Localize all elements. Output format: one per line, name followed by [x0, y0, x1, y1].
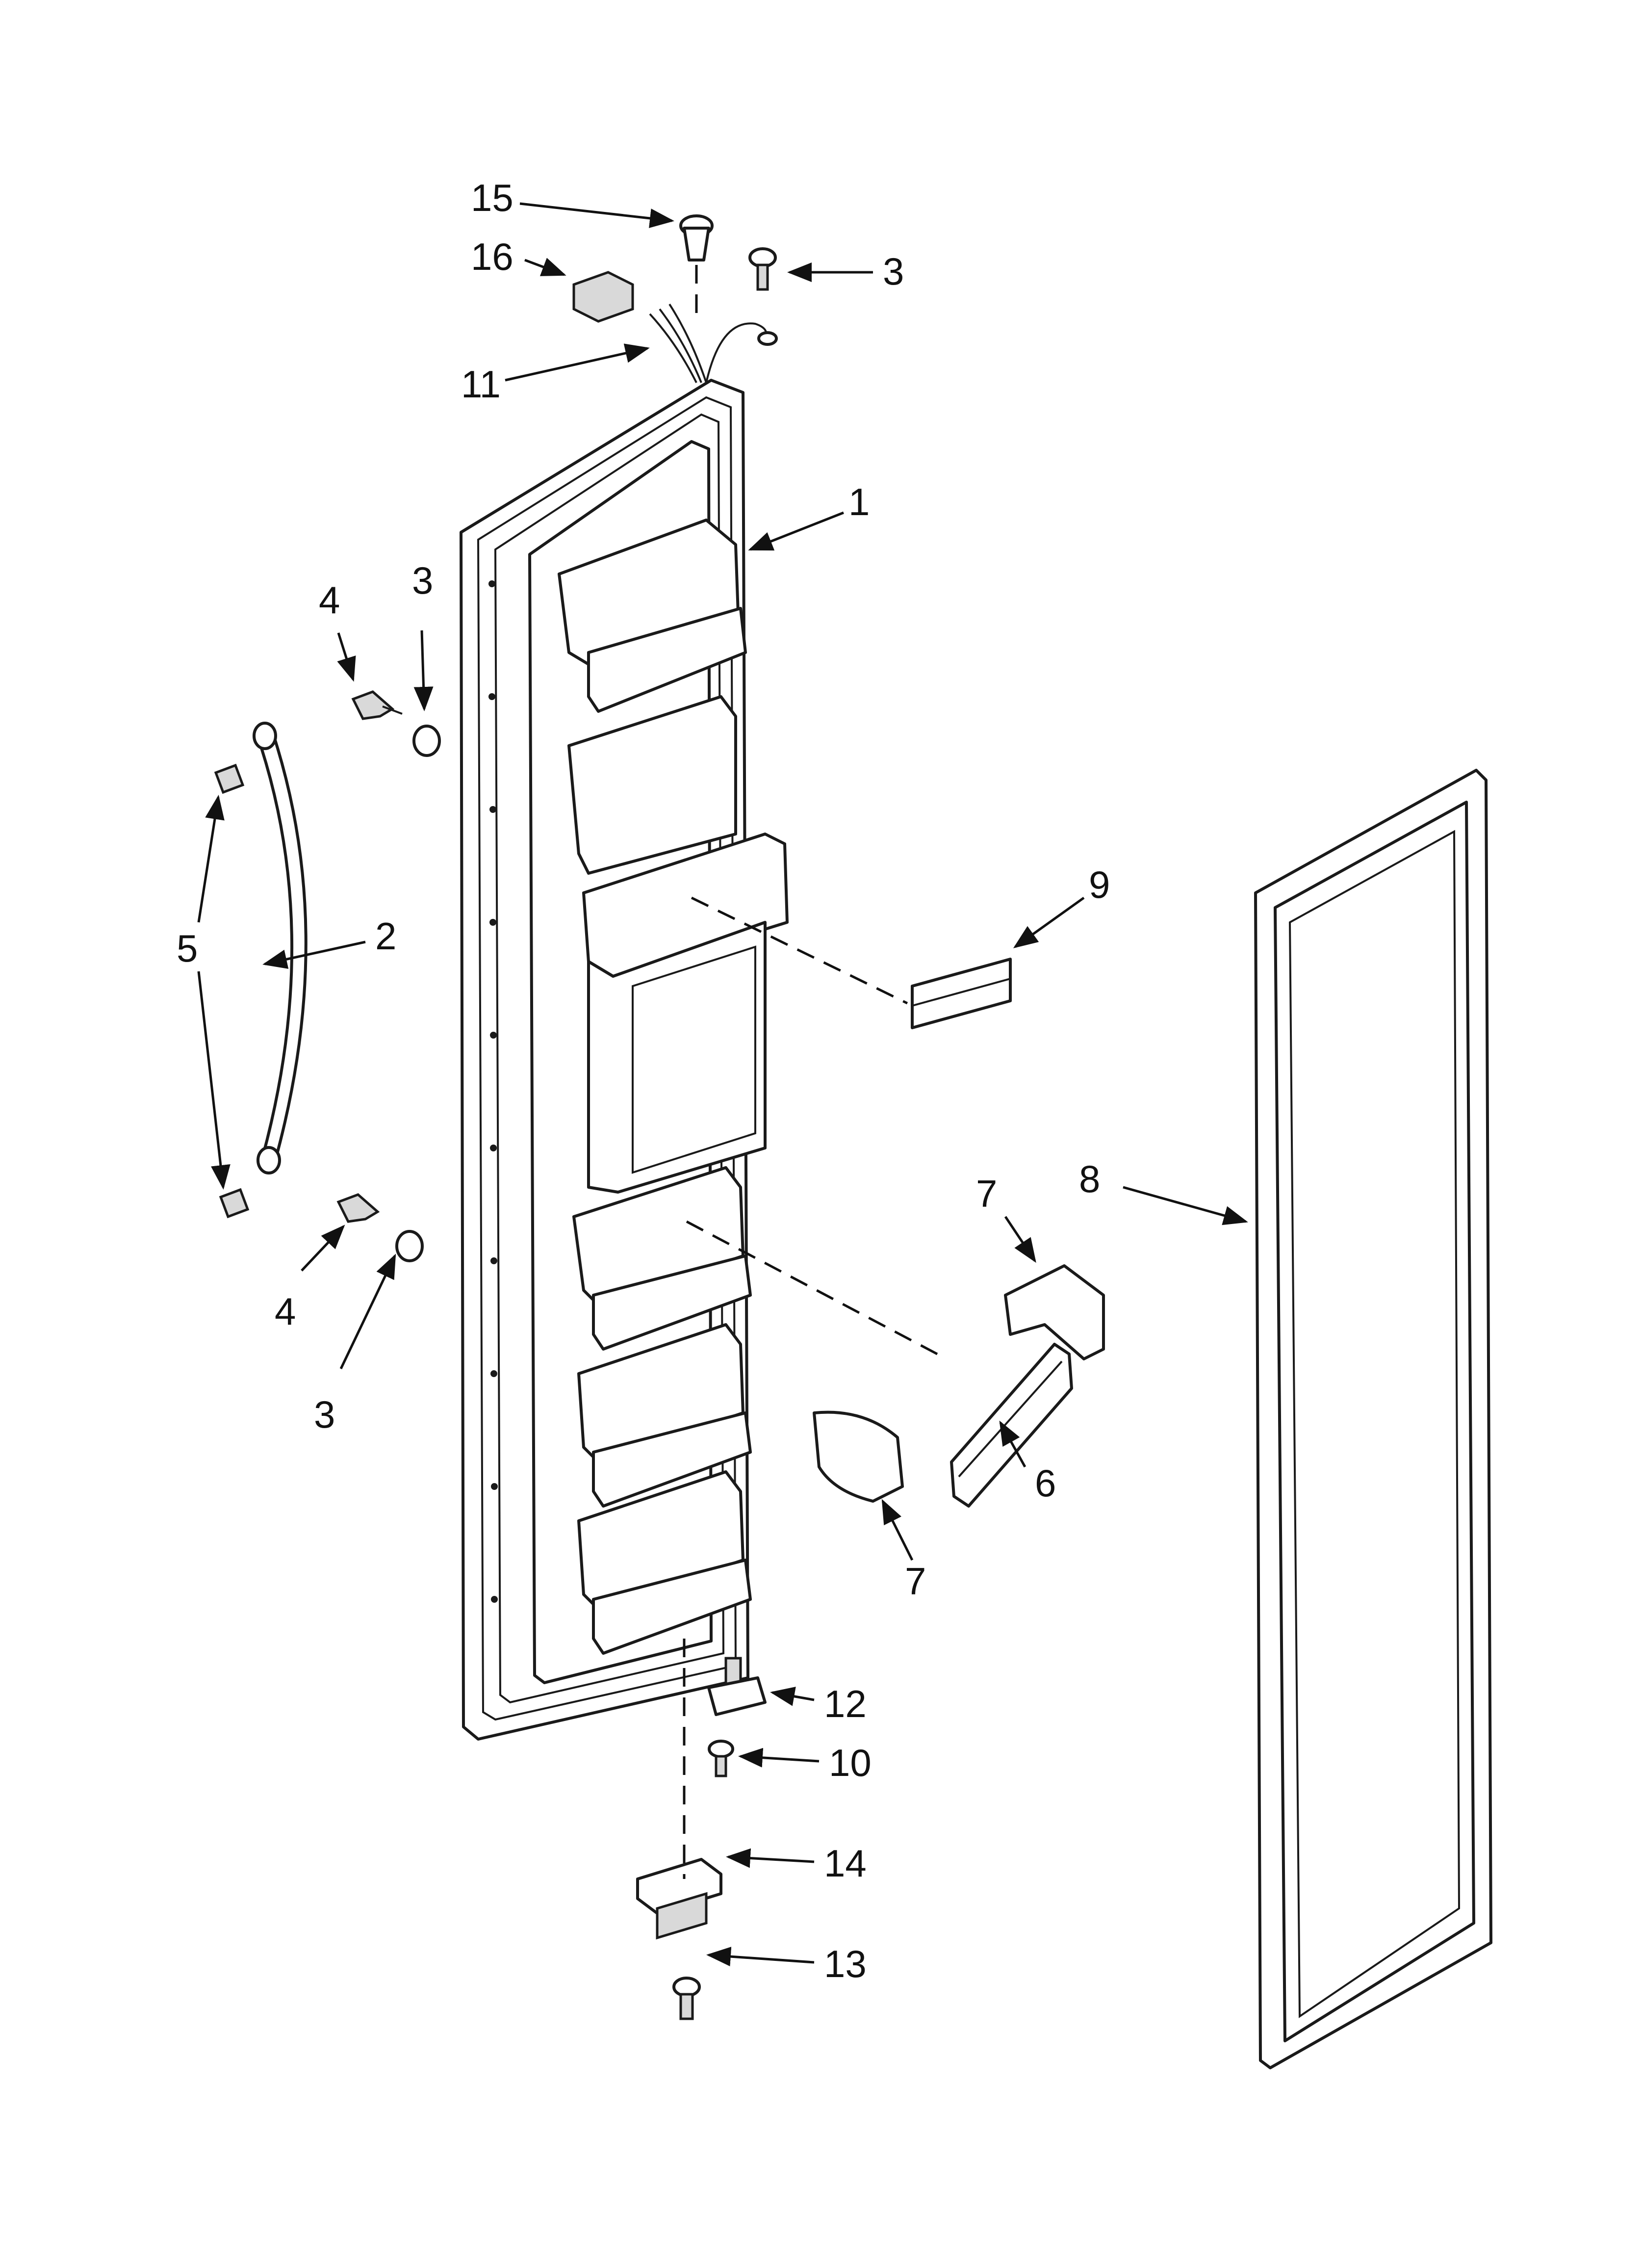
door-handle [253, 722, 308, 1174]
leader-lines [197, 202, 1248, 1967]
part-3-top-screw [748, 247, 777, 291]
spacer-lower [395, 1230, 424, 1262]
part-9-strip [911, 958, 1012, 1029]
callout-16: 16 [471, 235, 513, 278]
callout-7-lower: 7 [905, 1560, 926, 1603]
part-13-screw [672, 1977, 701, 2020]
screw-lower [336, 1193, 380, 1223]
part-10-screw [708, 1740, 734, 1777]
callout-9: 9 [1089, 863, 1110, 906]
callout-11: 11 [461, 363, 501, 406]
door-rivets [488, 580, 498, 1603]
handle-screw-bottom [219, 1188, 250, 1219]
callout-6: 6 [1035, 1461, 1056, 1505]
callout-14: 14 [824, 1842, 867, 1885]
alignment-lines [683, 265, 948, 1879]
callout-12: 12 [824, 1682, 867, 1725]
callout-10: 10 [829, 1741, 872, 1784]
callout-labels: 15 16 3 11 1 4 3 2 5 9 8 7 4 3 6 7 12 10… [177, 176, 1110, 1985]
part-16-connector [572, 271, 634, 323]
callout-15: 15 [471, 176, 513, 219]
handle-screw-top [214, 763, 245, 794]
callout-3-lower: 3 [314, 1393, 335, 1436]
spacer-upper [412, 725, 441, 757]
callout-13: 13 [824, 1942, 867, 1985]
callout-3-upper: 3 [412, 559, 433, 602]
door-assembly [460, 379, 789, 1741]
callout-2: 2 [375, 914, 396, 958]
callout-8: 8 [1079, 1157, 1100, 1200]
part-12-hinge-pin [707, 1657, 767, 1716]
callout-7-upper: 7 [976, 1172, 997, 1215]
callout-4-upper: 4 [319, 578, 340, 622]
part-7-endcap-upper [1004, 1264, 1105, 1360]
callout-5: 5 [177, 927, 198, 970]
part-14-hinge-bracket [636, 1858, 722, 1940]
part-11-wire-harness [649, 303, 778, 383]
part-7-endcap-lower [813, 1410, 904, 1503]
screw-upper [351, 690, 403, 720]
callout-3-top: 3 [883, 250, 904, 293]
part-15-button [679, 214, 714, 261]
callout-4-lower: 4 [275, 1290, 296, 1333]
door-gasket [1254, 769, 1492, 2069]
callout-1: 1 [848, 480, 870, 523]
